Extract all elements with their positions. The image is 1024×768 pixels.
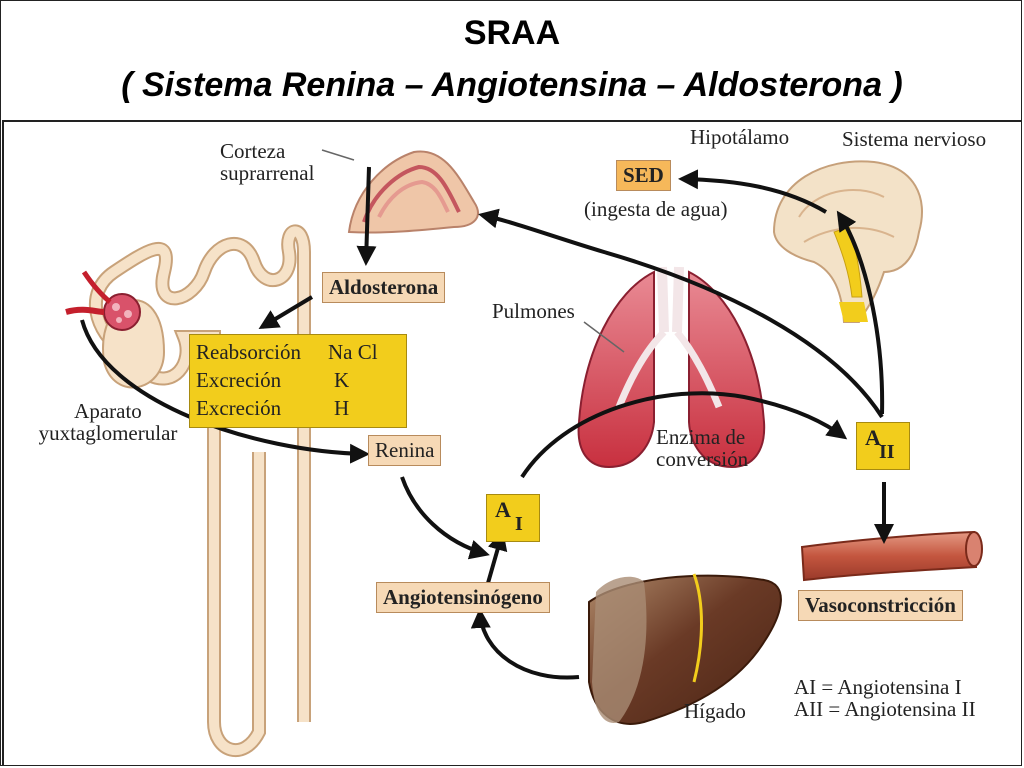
label-sistema-nervioso: Sistema nervioso	[842, 127, 987, 151]
label-aparato-line1: Aparato	[74, 399, 142, 423]
label-corteza: Corteza suprarrenal	[220, 140, 314, 184]
arrow-adrenal-to-aldosterone	[356, 166, 377, 266]
label-enzima-line1: Enzima de	[656, 425, 746, 449]
box-aldosterona: Aldosterona	[322, 272, 446, 303]
raas-diagram: Corteza suprarrenal Hipotálamo Sistema n…	[2, 120, 1022, 766]
label-pulmones: Pulmones	[492, 299, 575, 323]
label-k: K	[334, 368, 350, 392]
label-reabsorcion: Reabsorción	[196, 340, 301, 364]
arrow-ai-to-aii	[520, 391, 848, 479]
pointer-pulmones	[583, 321, 625, 353]
label-a2-letter: A	[865, 425, 881, 450]
arrow-aii-to-adrenal	[478, 208, 884, 419]
label-corteza-line2: suprarrenal	[220, 161, 315, 185]
lungs-illustration	[577, 266, 766, 469]
pointer-corteza	[321, 149, 355, 161]
arrow-hypothalamus-to-thirst	[678, 169, 828, 214]
blood-vessel-illustration	[800, 530, 983, 582]
label-excrecion-h: Excreción	[196, 396, 282, 420]
label-excrecion-k: Excreción	[196, 368, 282, 392]
legend: AI = Angiotensina I AII = Angiotensina I…	[794, 676, 976, 720]
adrenal-gland-illustration	[347, 150, 479, 234]
box-vasoconstriccion: Vasoconstricción	[798, 590, 963, 621]
label-aparato-line2: yuxtaglomerular	[38, 421, 178, 445]
label-higado: Hígado	[684, 699, 746, 723]
legend-ai: AI = Angiotensina I	[794, 675, 962, 699]
box-renal-effects: Reabsorción Na Cl Excreción K Excreción …	[189, 334, 407, 428]
box-angiotensin-ii: A II	[856, 422, 910, 470]
box-renina: Renina	[368, 435, 442, 466]
legend-aii: AII = Angiotensina II	[794, 697, 976, 721]
glomerulus-illustration	[65, 270, 141, 331]
liver-illustration	[588, 573, 782, 725]
label-h: H	[334, 396, 350, 420]
label-a1-letter: A	[495, 497, 511, 522]
label-hipotalamo: Hipotálamo	[690, 125, 790, 149]
box-angiotensinogeno: Angiotensinógeno	[376, 582, 550, 613]
label-ingesta: (ingesta de agua)	[584, 197, 728, 221]
nephron-illustration	[89, 224, 311, 758]
label-enzima: Enzima de conversión	[656, 426, 748, 470]
arrow-renin-to-ai	[400, 476, 490, 560]
diagram-artwork	[65, 149, 983, 758]
label-a2-sub: II	[879, 441, 895, 463]
title-full-name: ( Sistema Renina – Angiotensina – Aldost…	[121, 66, 903, 104]
label-corteza-line1: Corteza	[220, 139, 286, 163]
pointer-lines	[321, 149, 625, 353]
arrow-liver-to-angiotensinogen	[470, 608, 580, 680]
label-aparato: Aparato yuxtaglomerular	[8, 400, 208, 444]
label-enzima-line2: conversión	[656, 447, 749, 471]
brain-illustration	[772, 160, 923, 323]
slide-title: SRAA ( Sistema Renina – Angiotensina – A…	[0, 0, 1024, 120]
box-angiotensin-i: A I	[486, 494, 540, 542]
label-na-cl: Na Cl	[328, 340, 378, 364]
box-sed: SED	[616, 160, 671, 191]
arrow-aldosterone-to-reabsorption	[258, 295, 314, 330]
title-acronym: SRAA	[463, 14, 561, 52]
arrow-aii-to-hypothalamus	[836, 210, 885, 415]
label-a1-sub: I	[515, 513, 523, 535]
